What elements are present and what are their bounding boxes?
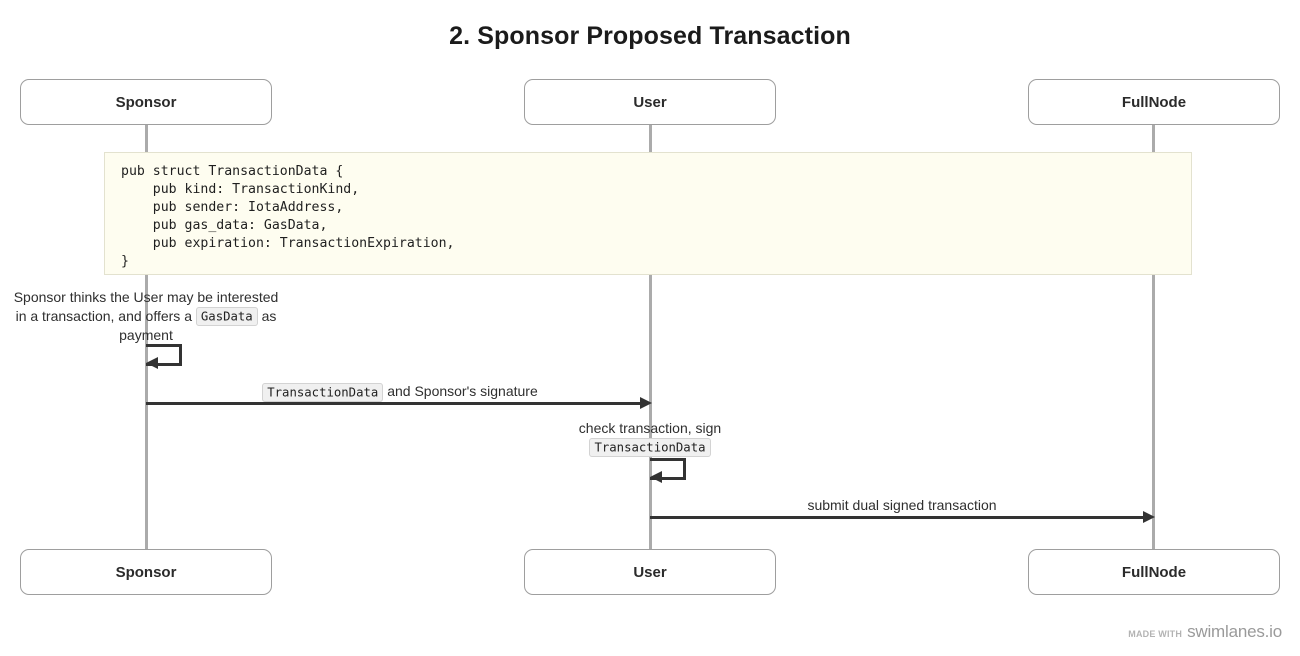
self-label-line1: Sponsor thinks the User may be intereste… (13, 289, 279, 305)
participant-box-user-top[interactable]: User (524, 79, 776, 125)
code-note-text: pub struct TransactionData { pub kind: T… (121, 164, 455, 270)
participant-label-sponsor-bottom: Sponsor (115, 563, 177, 581)
self-message-label-user: check transaction, sign TransactionData (530, 419, 770, 457)
participant-label-fullnode-bottom: FullNode (1121, 563, 1187, 581)
self-message-label-sponsor: Sponsor thinks the User may be intereste… (6, 288, 286, 345)
participant-box-sponsor-bottom[interactable]: Sponsor (20, 549, 272, 595)
lifeline-sponsor (145, 125, 148, 550)
participant-box-sponsor-top[interactable]: Sponsor (20, 79, 272, 125)
self-loop-segment-bottom-user (650, 477, 686, 480)
message-label-user-to-fullnode: submit dual signed transaction (652, 496, 1152, 514)
inline-code-transactiondata-1: TransactionData (262, 382, 384, 402)
message-label-sponsor-to-user: TransactionData and Sponsor's signature (150, 382, 650, 402)
self-label-line2-post: as (257, 307, 277, 324)
self-loop-segment-top (146, 344, 182, 347)
footer-brand-name: swimlanes.io (1187, 622, 1282, 641)
message-line-user-to-fullnode (650, 515, 1145, 519)
self-label-line3: payment (119, 327, 173, 343)
participant-label-user-bottom: User (633, 563, 667, 581)
message-arrowhead-user-to-fullnode (1143, 510, 1155, 523)
participant-box-fullnode-bottom[interactable]: FullNode (1028, 549, 1280, 595)
inline-code-gasdata: GasData (195, 307, 258, 326)
page-title: 2. Sponsor Proposed Transaction (449, 22, 851, 50)
self-message-loop-user (650, 458, 686, 480)
self-label-line2-pre: in a transaction, and offers a (15, 307, 196, 324)
self-loop-segment-bottom (146, 363, 182, 366)
lifeline-fullnode (1152, 125, 1155, 550)
footer-made-with-label: MADE WITH (1128, 629, 1183, 639)
participant-label-sponsor-top: Sponsor (115, 93, 177, 111)
self-label-user-line1: check transaction, sign (578, 420, 722, 436)
footer-branding[interactable]: MADE WITH swimlanes.io (1128, 622, 1282, 642)
message-label-text-2: submit dual signed transaction (807, 497, 997, 513)
lifeline-user (649, 125, 652, 550)
message-line-sponsor-to-user (146, 401, 642, 405)
message-arrowhead-sponsor-to-user (640, 396, 652, 409)
self-loop-segment-right (179, 344, 182, 366)
participant-label-user-top: User (633, 93, 667, 111)
participant-box-user-bottom[interactable]: User (524, 549, 776, 595)
message-label-text-1: and Sponsor's signature (383, 383, 538, 399)
self-message-arrowhead-sponsor (146, 356, 158, 369)
inline-code-transactiondata-2: TransactionData (589, 438, 711, 457)
code-note-transactiondata: pub struct TransactionData { pub kind: T… (104, 152, 1192, 275)
participant-label-fullnode-top: FullNode (1121, 93, 1187, 111)
self-message-arrowhead-user (650, 470, 662, 483)
self-loop-segment-top-user (650, 458, 686, 461)
self-message-loop-sponsor (146, 344, 182, 366)
self-loop-segment-right-user (683, 458, 686, 480)
participant-box-fullnode-top[interactable]: FullNode (1028, 79, 1280, 125)
